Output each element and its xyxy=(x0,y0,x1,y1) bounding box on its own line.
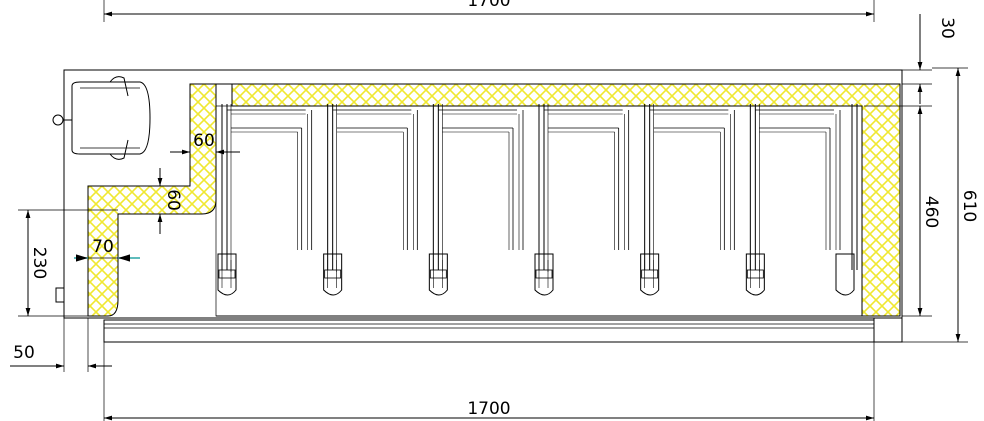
dim-top-length: 1700 xyxy=(467,0,510,11)
shelf-end-rail xyxy=(835,104,858,296)
insulation-layer xyxy=(87,83,901,317)
shelf-bracket xyxy=(745,104,841,296)
dim-top-wall: 30 xyxy=(937,17,957,39)
shelf-bracket xyxy=(428,104,524,296)
dim-inner-depth: 460 xyxy=(921,196,941,228)
dim-side-vertical: 60 xyxy=(163,189,183,211)
shelf-group xyxy=(217,104,858,296)
shelf-bracket xyxy=(534,104,630,296)
dimension-lines xyxy=(10,0,968,421)
compressor-icon xyxy=(52,76,151,303)
shelf-bracket xyxy=(640,104,735,296)
dim-side-horizontal: 60 xyxy=(193,131,215,151)
shelf-bracket xyxy=(323,104,418,296)
dim-side-70: 70 xyxy=(92,237,114,257)
dim-bottom-length: 1700 xyxy=(467,399,510,419)
shelf-bracket xyxy=(217,104,313,296)
dim-offset-50: 50 xyxy=(13,343,35,363)
dim-height-230: 230 xyxy=(29,247,49,279)
dim-total-depth: 610 xyxy=(959,190,979,222)
